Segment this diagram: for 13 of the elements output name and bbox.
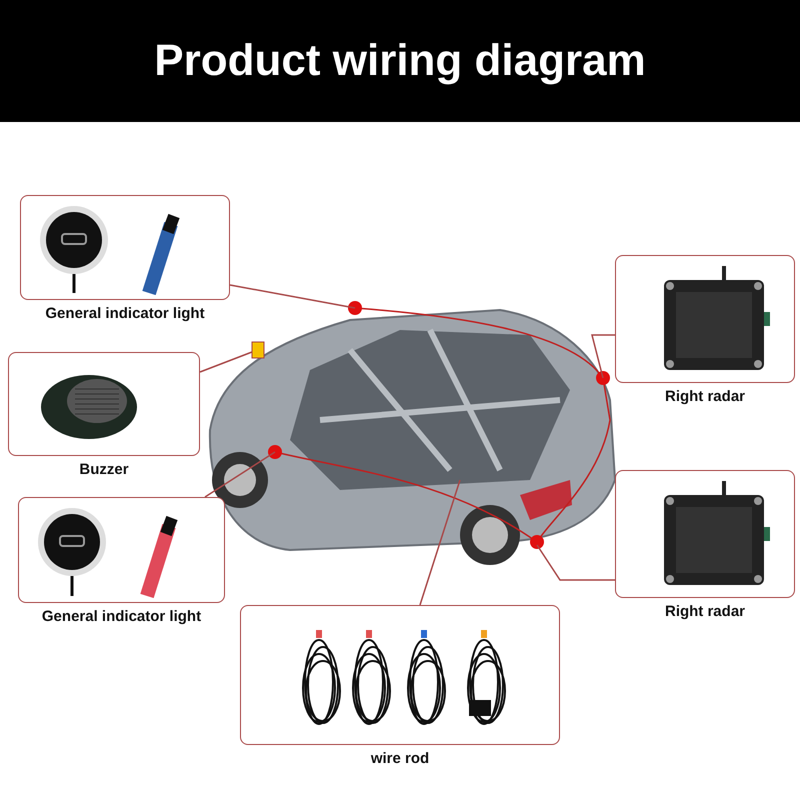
leader-line [419, 480, 461, 606]
part-caption: Buzzer [78, 461, 130, 478]
leader-line [536, 544, 615, 581]
leader-line [591, 334, 615, 378]
part-caption: General indicator light [44, 305, 206, 322]
leader-line [200, 351, 252, 373]
part-caption: Right radar [664, 388, 746, 405]
part-caption: wire rod [370, 750, 430, 767]
title-banner: Product wiring diagram [0, 0, 800, 122]
leader-line [230, 284, 356, 309]
part-caption: Right radar [664, 603, 746, 620]
part-caption: General indicator light [40, 608, 202, 625]
leader-line [204, 451, 276, 498]
